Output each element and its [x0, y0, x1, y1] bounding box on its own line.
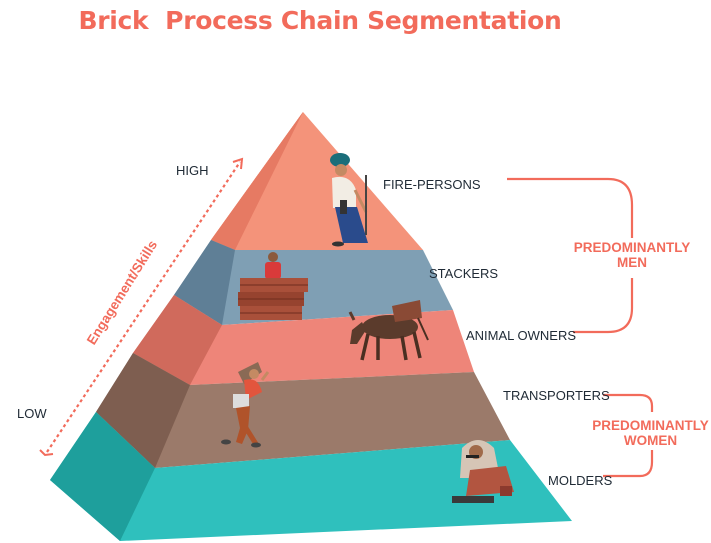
group-label-women: PREDOMINANTLY WOMEN: [590, 418, 711, 448]
axis-low-label: LOW: [17, 406, 47, 421]
page-title: Brick Process Chain Segmentation: [78, 6, 562, 35]
group-label-women-line1: PREDOMINANTLY: [592, 418, 709, 433]
women-bracket: [603, 393, 654, 478]
group-label-women-line2: WOMEN: [623, 433, 678, 448]
axis-high-label: HIGH: [176, 163, 209, 178]
transporter-figure-icon: [221, 362, 270, 448]
group-label-men-line1: PREDOMINANTLY: [573, 240, 691, 255]
tier-fire-persons-shadow: [211, 112, 303, 250]
tier-label-stackers: STACKERS: [429, 266, 499, 281]
tier-transporters-shadow: [96, 353, 190, 468]
men-bracket: [507, 177, 634, 334]
axis-arrow-bottom-icon: [39, 449, 54, 457]
donkey-figure-icon: [348, 300, 429, 361]
fire-person-figure-icon: [330, 153, 368, 247]
stacker-figure-icon: [238, 252, 308, 320]
engagement-axis-line: [46, 161, 241, 453]
tier-fire-persons: [211, 112, 423, 250]
tier-label-animal-owners: ANIMAL OWNERS: [466, 328, 577, 343]
tier-molders-shadow: [50, 412, 155, 541]
tier-molders: [50, 412, 572, 541]
molder-figure-icon: [452, 440, 514, 503]
tier-transporters: [96, 353, 510, 468]
tier-stackers-shadow: [174, 240, 235, 325]
tier-label-fire-persons: FIRE-PERSONS: [383, 177, 481, 192]
axis-arrow-top-icon: [232, 157, 244, 170]
tier-label-transporters: TRANSPORTERS: [503, 388, 610, 403]
tier-animal-owners-shadow: [133, 295, 222, 385]
group-label-men: PREDOMINANTLY MEN: [567, 240, 697, 270]
tier-label-molders: MOLDERS: [548, 473, 613, 488]
group-label-men-line2: MEN: [617, 255, 647, 270]
